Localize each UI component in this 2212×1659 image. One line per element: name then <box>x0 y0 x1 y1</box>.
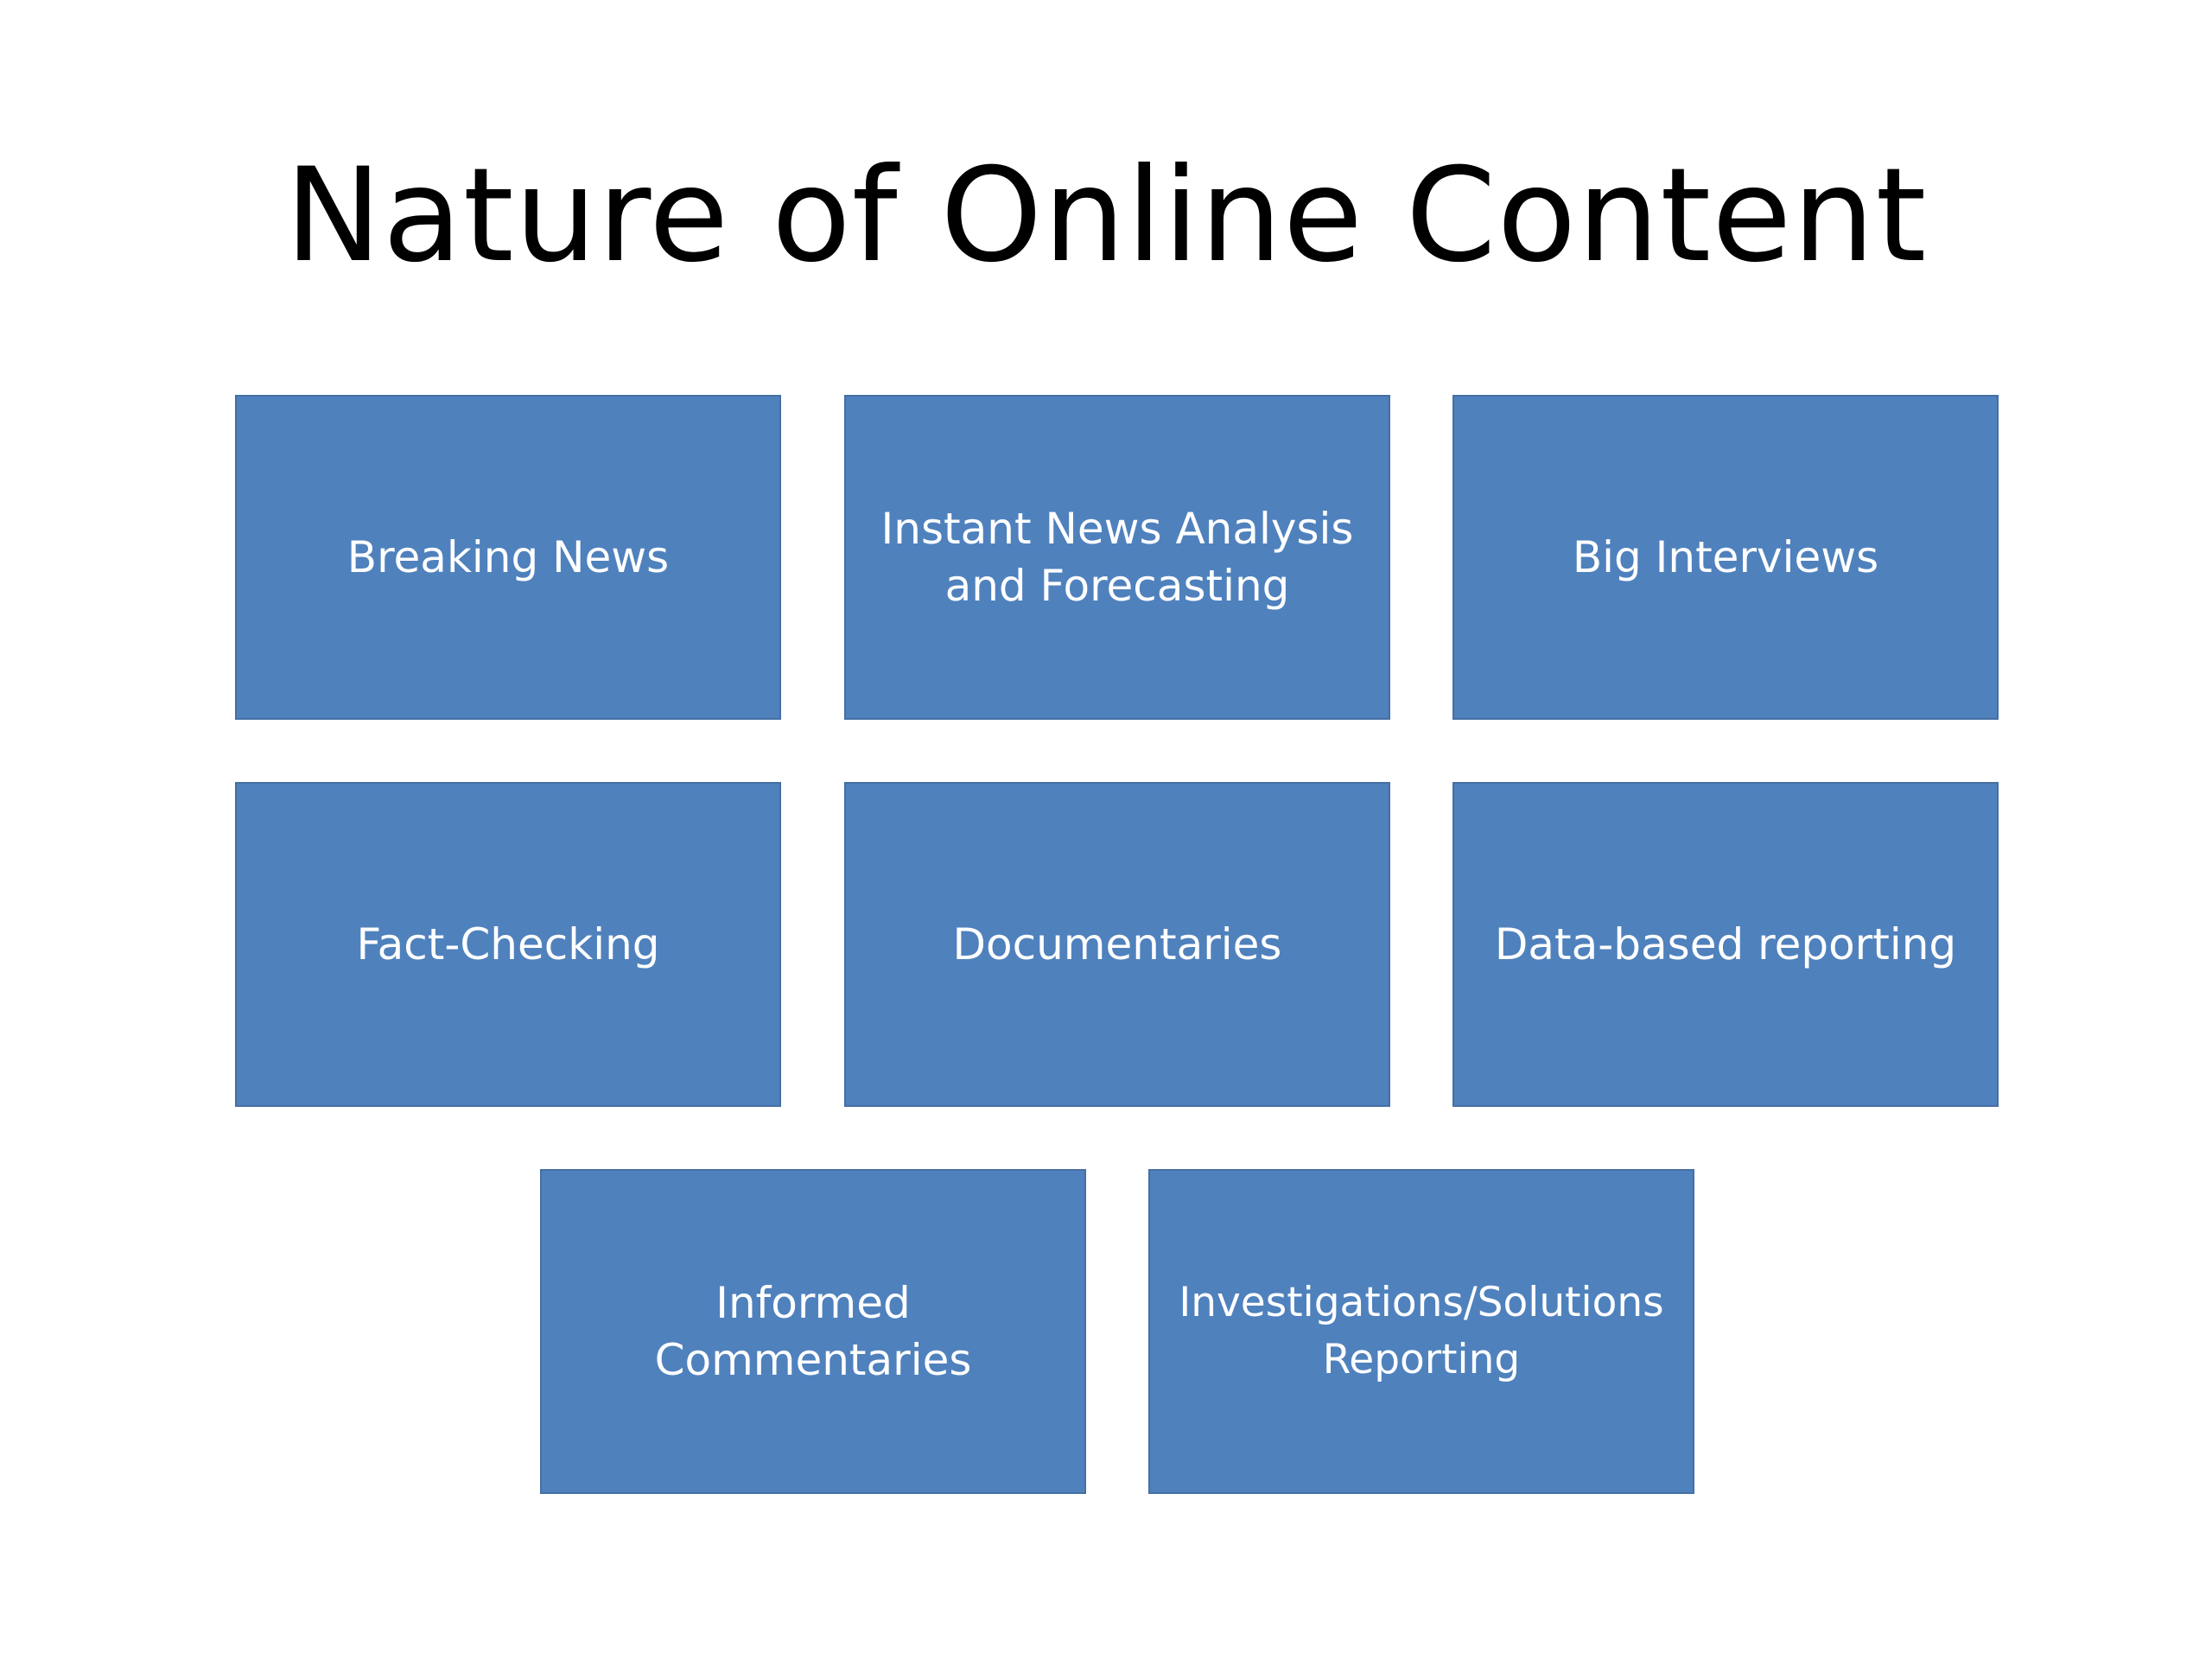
content-box-label: Data-based reporting <box>1494 919 1957 969</box>
content-box-big-interviews: Big Interviews <box>1452 395 1999 720</box>
content-box-label: Fact-Checking <box>356 919 660 969</box>
content-box-investigations-solutions: Investigations/Solutions Reporting <box>1148 1169 1694 1494</box>
content-box-label: Instant News Analysis and Forecasting <box>880 504 1354 611</box>
content-box-breaking-news: Breaking News <box>235 395 781 720</box>
content-box-label: Big Interviews <box>1572 532 1879 582</box>
content-box-informed-commentaries: Informed Commentaries <box>540 1169 1086 1494</box>
content-box-label: Informed Commentaries <box>654 1278 972 1385</box>
content-box-data-based-reporting: Data-based reporting <box>1452 782 1999 1107</box>
content-box-instant-news-analysis: Instant News Analysis and Forecasting <box>844 395 1390 720</box>
content-box-label: Breaking News <box>346 532 670 582</box>
content-box-label: Investigations/Solutions Reporting <box>1179 1279 1664 1383</box>
content-box-label: Documentaries <box>952 919 1282 969</box>
slide-title: Nature of Online Content <box>284 141 1928 291</box>
content-box-fact-checking: Fact-Checking <box>235 782 781 1107</box>
content-box-documentaries: Documentaries <box>844 782 1390 1107</box>
